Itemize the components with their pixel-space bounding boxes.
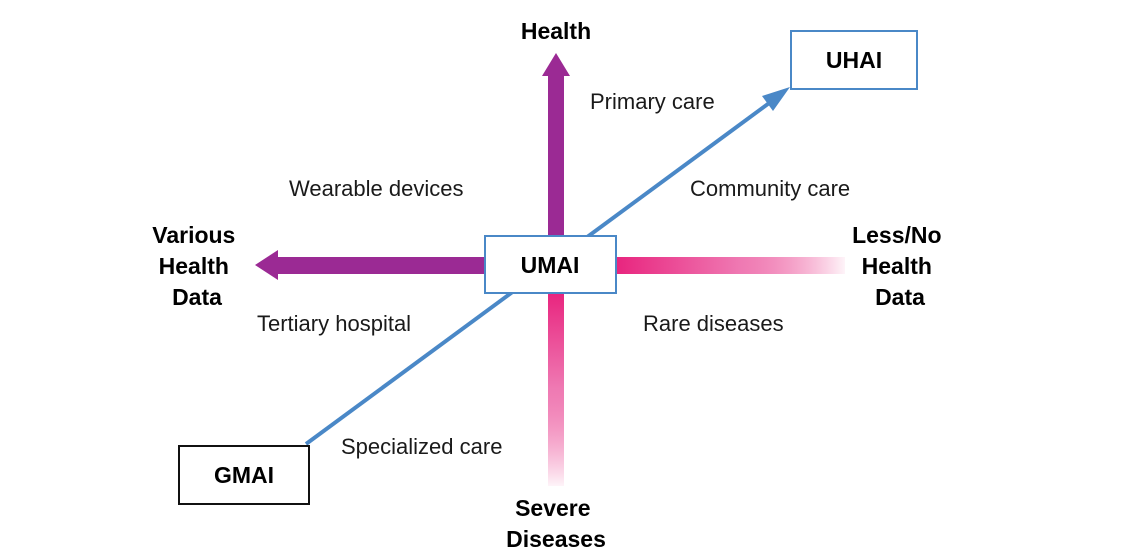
various-data-axis-arrowhead — [255, 250, 278, 280]
axis-bottom-label: Severe Diseases — [506, 495, 606, 552]
gmai-label: GMAI — [214, 462, 274, 488]
uhai-label: UHAI — [826, 47, 882, 73]
label-rare-diseases: Rare diseases — [643, 311, 784, 336]
label-primary-care: Primary care — [590, 89, 715, 114]
uhai-arrowhead — [762, 87, 790, 111]
label-tertiary-hospital: Tertiary hospital — [257, 311, 411, 336]
health-axis-arrowhead — [542, 53, 570, 76]
umai-box — [484, 235, 617, 294]
umai-label: UMAI — [521, 252, 580, 278]
axis-top-label: Health — [521, 18, 591, 44]
various-data-axis-shaft — [276, 257, 486, 274]
label-community-care: Community care — [690, 176, 850, 201]
less-data-axis-bar — [615, 257, 845, 274]
axis-left-label: Various Health Data — [152, 222, 242, 310]
axis-right-label: Less/No Health Data — [852, 222, 948, 310]
health-axis-shaft — [548, 74, 564, 236]
label-wearable-devices: Wearable devices — [289, 176, 463, 201]
severe-axis-bar — [548, 292, 564, 486]
gmai-box — [178, 445, 310, 505]
uhai-box — [790, 30, 918, 90]
label-specialized-care: Specialized care — [341, 434, 502, 459]
